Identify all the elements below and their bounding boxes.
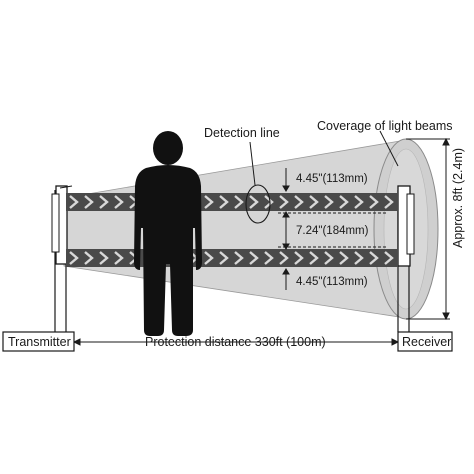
beam-chevron — [99, 251, 109, 265]
beam-chevron — [234, 195, 244, 209]
beam-chevron — [219, 195, 229, 209]
height-dimension — [406, 137, 450, 321]
beam-band-upper — [66, 193, 398, 211]
beam-chevron — [384, 251, 394, 265]
beam-chevron — [294, 251, 304, 265]
beam-chevron — [354, 195, 364, 209]
beam-chevron — [84, 251, 94, 265]
beam-chevron — [234, 251, 244, 265]
person-silhouette — [134, 131, 202, 336]
detection-line-leader — [249, 141, 256, 186]
transmitter-box — [2, 331, 75, 352]
distance-dimension — [72, 338, 400, 346]
gap-top-label: 4.45"(113mm) — [296, 173, 368, 185]
beam-chevron — [114, 195, 124, 209]
beam-chevron — [369, 195, 379, 209]
beam-chevron — [294, 195, 304, 209]
gap-bottom-label: 4.45"(113mm) — [296, 276, 368, 288]
beam-chevron — [69, 195, 79, 209]
beam-chevron — [99, 195, 109, 209]
coverage-label: Coverage of light beams — [317, 119, 453, 133]
beam-chevron — [339, 195, 349, 209]
beam-chevron — [309, 195, 319, 209]
transmitter-label: Transmitter — [8, 335, 71, 349]
beam-chevron — [249, 195, 259, 209]
beam-chevron — [324, 251, 334, 265]
beam-chevron — [264, 251, 274, 265]
beam-chevron — [309, 251, 319, 265]
beam-chevron — [339, 251, 349, 265]
beam-band-lower — [66, 249, 398, 267]
beam-chevron — [264, 195, 274, 209]
detection-line-label: Detection line — [204, 126, 280, 140]
beam-chevron — [279, 195, 289, 209]
beam-chevron — [114, 251, 124, 265]
height-label: Approx. 8ft (2.4m) — [451, 148, 465, 248]
beam-chevron — [384, 195, 394, 209]
distance-label: Protection distance 330ft (100m) — [145, 335, 326, 349]
beam-chevron — [204, 195, 214, 209]
beam-chevron — [279, 251, 289, 265]
gap-middle-label: 7.24"(184mm) — [296, 225, 369, 237]
beam-chevron — [249, 251, 259, 265]
detection-line-circle — [245, 184, 271, 224]
beam-chevron — [69, 251, 79, 265]
coverage-leader — [379, 130, 399, 167]
beam-chevron — [354, 251, 364, 265]
beam-chevron — [84, 195, 94, 209]
beam-chevron — [204, 251, 214, 265]
beam-chevron — [324, 195, 334, 209]
beam-chevron — [219, 251, 229, 265]
gap-dimensions — [278, 168, 386, 290]
beam-chevron — [369, 251, 379, 265]
receiver-label: Receiver — [402, 335, 451, 349]
receiver-box — [397, 331, 453, 352]
